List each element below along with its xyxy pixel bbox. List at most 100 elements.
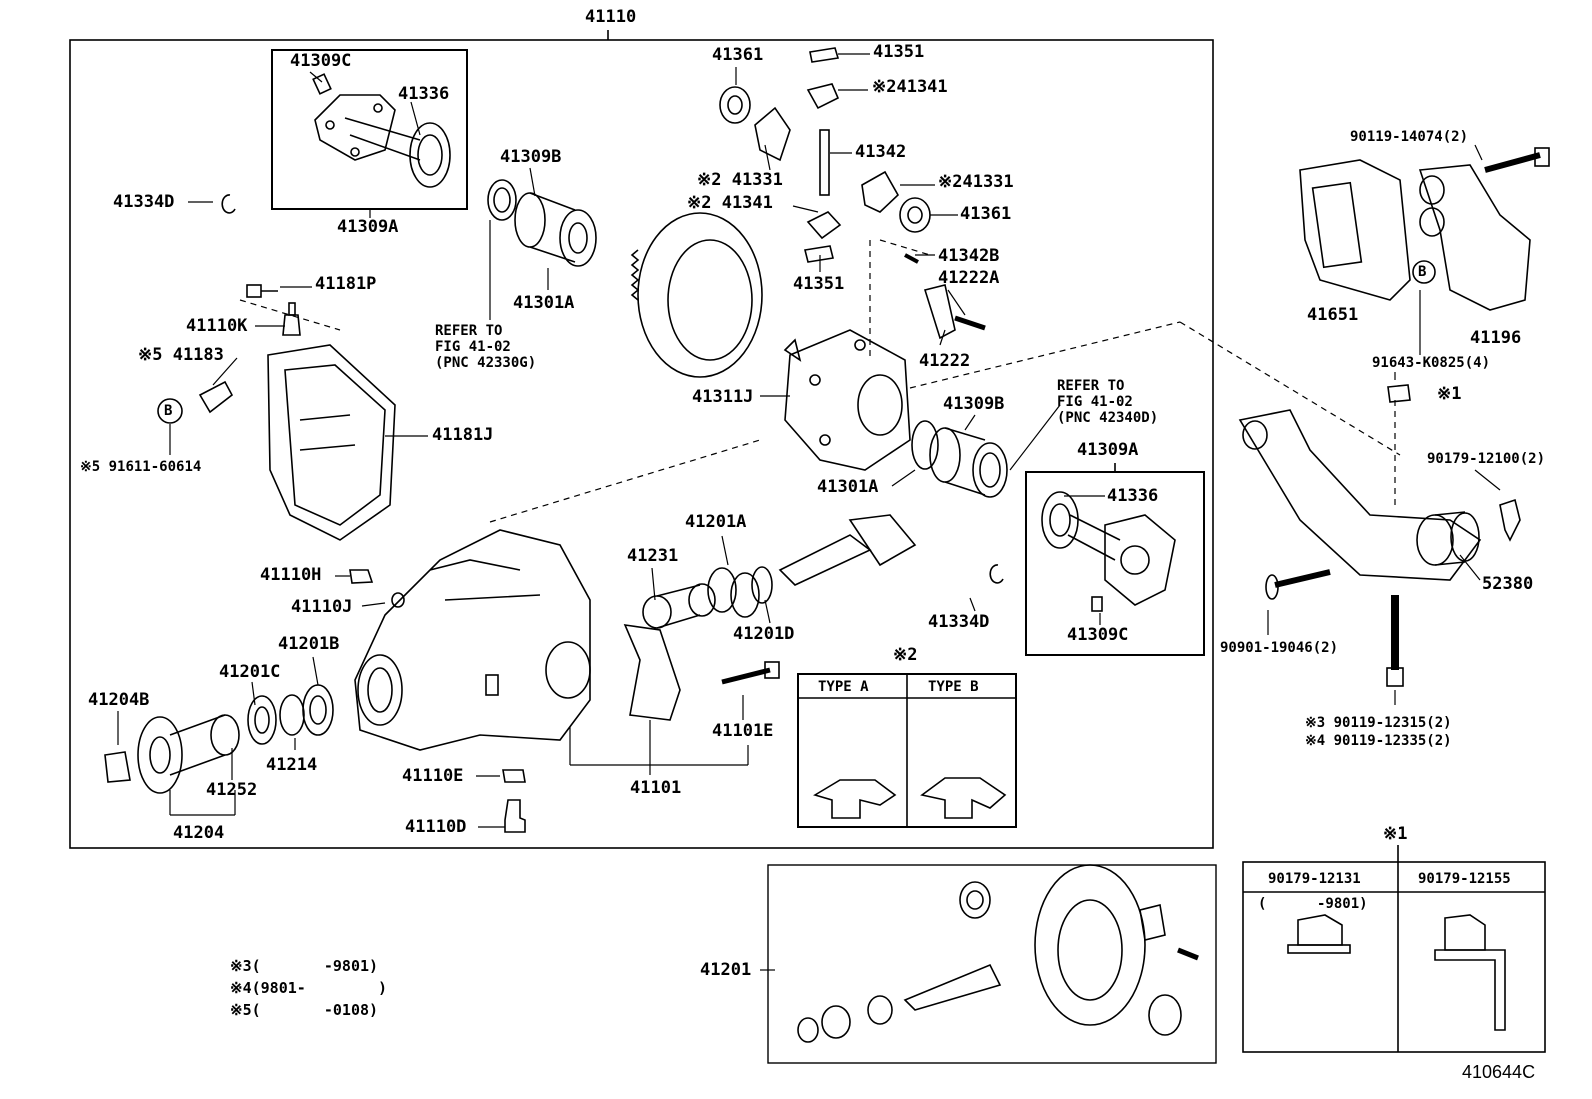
part-41196-cover (1418, 164, 1531, 311)
label-41101[interactable]: 41101 (630, 778, 682, 798)
label-41311j[interactable]: 41311J (692, 387, 754, 407)
label-41204b[interactable]: 41204B (88, 690, 150, 710)
label-41110d[interactable]: 41110D (405, 817, 467, 837)
label-41183[interactable]: ※5 41183 (138, 345, 224, 365)
label-41196[interactable]: 41196 (1470, 328, 1522, 348)
label-41201[interactable]: 41201 (700, 960, 752, 980)
part-ring-gear (630, 212, 763, 378)
label-91611-60614[interactable]: ※5 91611-60614 (80, 459, 202, 475)
label-41309b-left[interactable]: 41309B (500, 147, 562, 167)
part-41183-plug (198, 380, 234, 414)
part-41301a-spacer-b (929, 427, 1008, 498)
part-41651-bracket (1299, 159, 1411, 301)
part-90179-12100-nut (1499, 498, 1521, 542)
label-41309a-right[interactable]: 41309A (1077, 440, 1139, 460)
part-41342b-pin (904, 253, 919, 264)
label-41309a-top[interactable]: 41309A (337, 217, 399, 237)
part-41204b-nut (104, 751, 131, 783)
part-41361-b (899, 197, 931, 233)
label-x2-41331-left[interactable]: ※2 41331 (697, 170, 783, 190)
footnote-3: ※3( -9801) (230, 957, 379, 975)
table-x1 (1242, 861, 1546, 1053)
label-90119-14074[interactable]: 90119-14074(2) (1350, 129, 1469, 145)
label-41201c[interactable]: 41201C (219, 662, 281, 682)
label-90901-19046[interactable]: 90901-19046(2) (1220, 640, 1339, 656)
table-header-90179-12131[interactable]: 90179-12131 (1268, 871, 1361, 887)
label-41222[interactable]: 41222 (919, 351, 971, 371)
label-41181j[interactable]: 41181J (432, 425, 494, 445)
part-carrier-housing (354, 529, 591, 751)
label-x2-41341-top[interactable]: ※241341 (872, 77, 948, 97)
part-41334d-a (221, 194, 236, 214)
part-41341-a (806, 83, 840, 110)
label-41342b[interactable]: 41342B (938, 246, 1000, 266)
label-41309b-right[interactable]: 41309B (943, 394, 1005, 414)
label-41361-top[interactable]: 41361 (712, 45, 764, 65)
label-41334d-right[interactable]: 41334D (928, 612, 990, 632)
part-41110e-gasket (502, 769, 526, 783)
label-41336-top[interactable]: 41336 (398, 84, 450, 104)
label-41231[interactable]: 41231 (627, 546, 679, 566)
label-41651[interactable]: 41651 (1307, 305, 1359, 325)
b-circle-right (1412, 260, 1436, 284)
label-41342[interactable]: 41342 (855, 142, 907, 162)
label-91643-k0825[interactable]: 91643-K0825(4) (1372, 355, 1491, 371)
label-41222a[interactable]: 41222A (938, 268, 1000, 288)
label-41201a[interactable]: 41201A (685, 512, 747, 532)
b-mark-right: B (1418, 264, 1427, 280)
label-41110e[interactable]: 41110E (402, 766, 464, 786)
part-90119-14074-bolt (1484, 152, 1541, 173)
label-90119-12335[interactable]: ※4 90119-12335(2) (1305, 733, 1452, 749)
label-41110k[interactable]: 41110K (186, 316, 248, 336)
table-header-90179-12155[interactable]: 90179-12155 (1418, 871, 1511, 887)
label-type-a: TYPE A (818, 679, 869, 695)
label-41351-bottom[interactable]: 41351 (793, 274, 845, 294)
label-41101e[interactable]: 41101E (712, 721, 774, 741)
label-52380[interactable]: 52380 (1482, 574, 1534, 594)
label-41214[interactable]: 41214 (266, 755, 318, 775)
part-41336-right (1041, 491, 1176, 612)
label-41336-right[interactable]: 41336 (1107, 486, 1159, 506)
label-41201d[interactable]: 41201D (733, 624, 795, 644)
part-41201d-shim (751, 566, 773, 604)
label-41204[interactable]: 41204 (173, 823, 225, 843)
label-x2-41341-left[interactable]: ※2 41341 (687, 193, 773, 213)
part-41334d-b (989, 564, 1004, 584)
label-41201b[interactable]: 41201B (278, 634, 340, 654)
label-41110[interactable]: 41110 (585, 7, 637, 27)
label-41309c-right[interactable]: 41309C (1067, 625, 1129, 645)
part-41311j-case (783, 329, 911, 471)
label-x2-41331-right[interactable]: ※241331 (938, 172, 1014, 192)
label-x2: ※2 (893, 645, 918, 665)
label-41110j[interactable]: 41110J (291, 597, 353, 617)
label-90179-12100[interactable]: 90179-12100(2) (1427, 451, 1546, 467)
label-41181p[interactable]: 41181P (315, 274, 377, 294)
label-41252[interactable]: 41252 (206, 780, 258, 800)
part-52380-bushing (1416, 511, 1480, 566)
part-41231-spacer (642, 583, 716, 629)
part-41110k-breather (282, 302, 301, 336)
part-90901-bolt (1274, 569, 1331, 588)
label-90119-12315[interactable]: ※3 90119-12315(2) (1305, 715, 1452, 731)
part-41309b-seal (487, 179, 517, 221)
part-41351-b (804, 245, 834, 263)
label-41301a-right[interactable]: 41301A (817, 477, 879, 497)
figure-code: 410644C (1462, 1062, 1536, 1082)
label-41301a-left[interactable]: 41301A (513, 293, 575, 313)
label-41110h[interactable]: 41110H (260, 565, 322, 585)
part-41341-b (806, 211, 842, 240)
refer-note-left: REFER TO FIG 41-02 (PNC 42330G) (435, 323, 537, 371)
part-41101e-bolt (721, 667, 771, 685)
label-41334d-left[interactable]: 41334D (113, 192, 175, 212)
part-drive-pinion (778, 514, 917, 586)
part-41201b-bearing (302, 684, 334, 736)
part-41181p-bolt (246, 284, 278, 298)
label-41351-top[interactable]: 41351 (873, 42, 925, 62)
part-41214-spacer (279, 694, 305, 736)
label-41361-right[interactable]: 41361 (960, 204, 1012, 224)
label-type-b: TYPE B (928, 679, 979, 695)
label-41309c-top[interactable]: 41309C (290, 51, 352, 71)
part-mount-bracket (1238, 409, 1482, 581)
part-41110j-gasket (391, 592, 405, 608)
frame-41201 (767, 864, 1217, 1064)
